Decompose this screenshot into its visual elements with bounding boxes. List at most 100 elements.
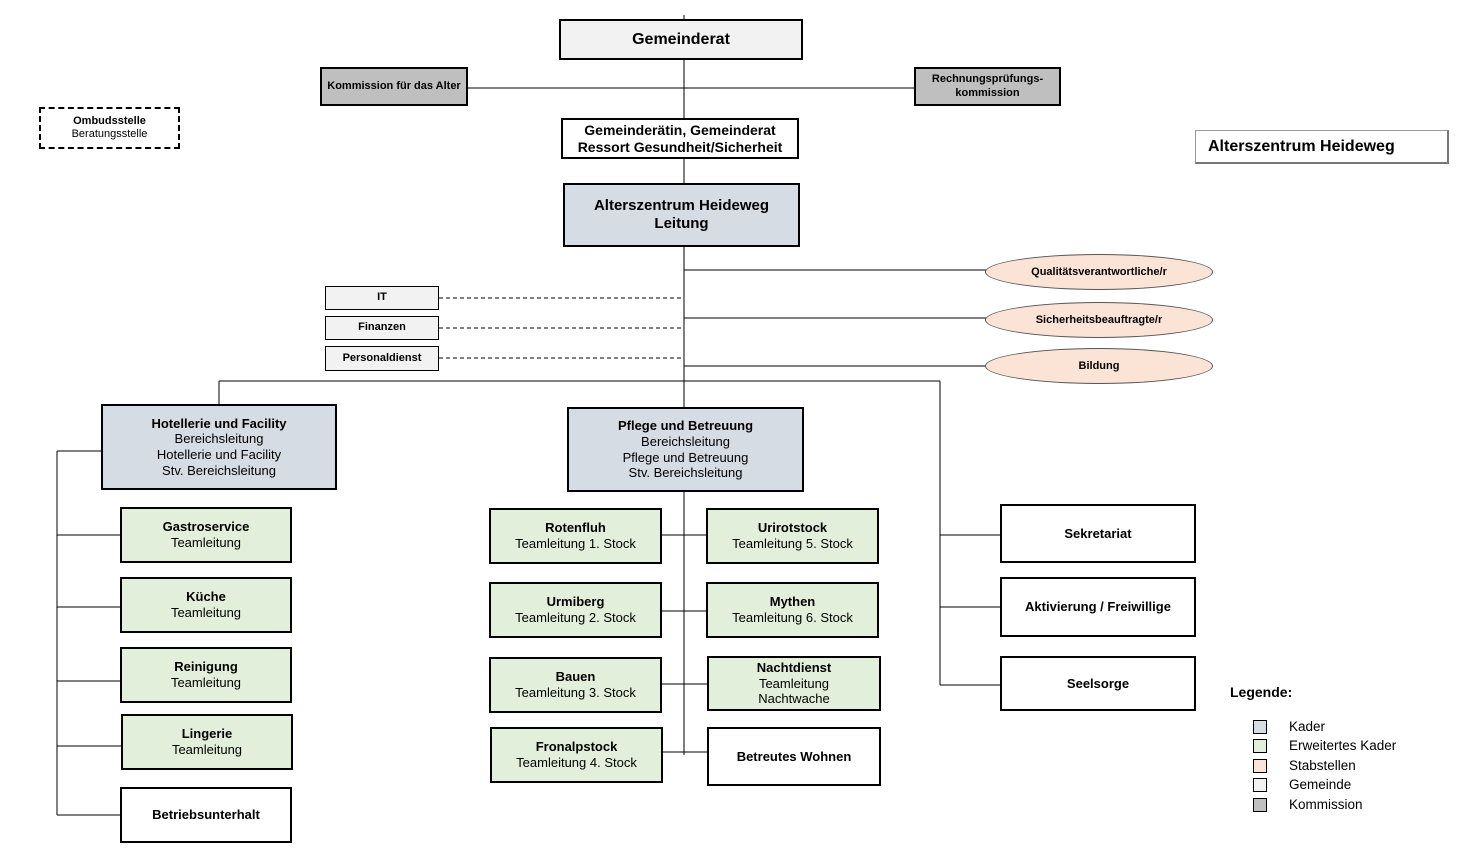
legend-item-kommission: Kommission [1253, 797, 1363, 812]
sekretariat-label: Sekretariat [1064, 525, 1132, 541]
personaldienst-label: Personaldienst [342, 351, 422, 364]
legend-label-kader: Kader [1289, 719, 1326, 734]
bauen-box: Bauen Teamleitung 3. Stock [489, 657, 662, 713]
bildung-label: Bildung [1078, 360, 1120, 372]
legend-swatch-stabstellen [1253, 758, 1267, 773]
legend-item-erweitertes-kader: Erweitertes Kader [1253, 738, 1396, 753]
kueche-name: Küche [186, 589, 226, 605]
ombudsstelle-label: Ombudsstelle [73, 114, 146, 127]
pflege-box: Pflege und Betreuung Bereichsleitung Pfl… [567, 407, 804, 492]
beratungsstelle-label: Beratungsstelle [71, 128, 148, 140]
finanzen-box: Finanzen [325, 316, 439, 340]
aktivierung-label: Aktivierung / Freiwillige [1025, 599, 1171, 615]
mythen-name: Mythen [769, 594, 816, 610]
leitung-line1: Alterszentrum Heideweg [593, 197, 770, 214]
gastroservice-box: Gastroservice Teamleitung [120, 507, 292, 563]
hotellerie-line4: Stv. Bereichsleitung [162, 462, 276, 478]
legend-label-kommission: Kommission [1289, 797, 1363, 812]
betreutes-wohnen-label: Betreutes Wohnen [736, 748, 852, 764]
kommission-alter-box: Kommission für das Alter [320, 67, 468, 106]
personaldienst-box: Personaldienst [325, 346, 439, 371]
gastroservice-sub: Teamleitung [170, 535, 242, 550]
finanzen-label: Finanzen [358, 321, 406, 334]
legend-swatch-kommission [1253, 797, 1267, 812]
legend-label-gemeinde: Gemeinde [1289, 777, 1352, 792]
fronalpstock-box: Fronalpstock Teamleitung 4. Stock [490, 727, 663, 783]
nachtdienst-box: Nachtdienst Teamleitung Nachtwache [707, 656, 881, 711]
mythen-box: Mythen Teamleitung 6. Stock [706, 582, 879, 638]
legend-title: Legende: [1230, 684, 1293, 700]
rechnungspruefungskommission-box: Rechnungsprüfungs- kommission [914, 67, 1061, 106]
nachtdienst-name: Nachtdienst [756, 660, 832, 676]
betriebsunterhalt-label: Betriebsunterhalt [152, 807, 260, 823]
seelsorge-box: Seelsorge [1000, 656, 1196, 711]
ressort-line1: Gemeinderätin, Gemeinderat [584, 121, 776, 138]
bildung-oval: Bildung [985, 348, 1213, 384]
nachtdienst-line2: Teamleitung [758, 675, 830, 691]
rotenfluh-name: Rotenfluh [545, 520, 606, 536]
leitung-box: Alterszentrum Heideweg Leitung [563, 183, 800, 247]
hotellerie-box: Hotellerie und Facility Bereichsleitung … [101, 404, 337, 490]
qualitaet-label: Qualitätsverantwortliche/r [1031, 266, 1167, 278]
legend-label-stabstellen: Stabstellen [1289, 758, 1356, 773]
seelsorge-label: Seelsorge [1066, 675, 1130, 691]
legend-swatch-erweitertes-kader [1253, 738, 1267, 753]
rpk-label-line2: kommission [955, 86, 1020, 99]
rpk-label-line1: Rechnungsprüfungs- [931, 73, 1044, 86]
sicherheit-oval: Sicherheitsbeauftragte/r [985, 302, 1213, 338]
legend-item-stabstellen: Stabstellen [1253, 758, 1356, 773]
legend-swatch-gemeinde [1253, 777, 1267, 792]
title-label: Alterszentrum Heideweg [1208, 137, 1395, 155]
fronalpstock-name: Fronalpstock [535, 739, 618, 755]
sekretariat-box: Sekretariat [1000, 504, 1196, 563]
kueche-sub: Teamleitung [170, 605, 242, 620]
qualitaet-oval: Qualitätsverantwortliche/r [985, 254, 1213, 290]
reinigung-box: Reinigung Teamleitung [120, 647, 292, 703]
gastroservice-name: Gastroservice [162, 519, 250, 535]
it-box: IT [325, 286, 439, 310]
betriebsunterhalt-box: Betriebsunterhalt [120, 787, 292, 843]
urirotstock-sub: Teamleitung 5. Stock [732, 536, 853, 551]
legend-item-kader: Kader [1253, 719, 1325, 734]
aktivierung-box: Aktivierung / Freiwillige [1000, 577, 1196, 637]
ressort-box: Gemeinderätin, Gemeinderat Ressort Gesun… [561, 118, 799, 159]
pflege-title: Pflege und Betreuung [617, 418, 754, 434]
reinigung-sub: Teamleitung [170, 675, 242, 690]
lingerie-box: Lingerie Teamleitung [121, 714, 293, 770]
urmiberg-sub: Teamleitung 2. Stock [515, 610, 636, 625]
pflege-line2: Bereichsleitung [641, 433, 730, 449]
title-box: Alterszentrum Heideweg [1195, 130, 1449, 164]
reinigung-name: Reinigung [174, 659, 238, 675]
legend-swatch-kader [1253, 719, 1267, 734]
legend-item-gemeinde: Gemeinde [1253, 777, 1351, 792]
urirotstock-box: Urirotstock Teamleitung 5. Stock [706, 508, 879, 564]
hotellerie-line3: Hotellerie und Facility [156, 447, 282, 462]
urmiberg-box: Urmiberg Teamleitung 2. Stock [489, 582, 662, 638]
pflege-line3: Pflege und Betreuung [622, 449, 749, 465]
rotenfluh-box: Rotenfluh Teamleitung 1. Stock [489, 508, 662, 564]
fronalpstock-sub: Teamleitung 4. Stock [516, 755, 637, 770]
kommission-alter-label: Kommission für das Alter [327, 79, 461, 92]
ombudsstelle-box: Ombudsstelle Beratungsstelle [39, 107, 180, 149]
mythen-sub: Teamleitung 6. Stock [732, 610, 853, 625]
nachtdienst-line3: Nachtwache [758, 691, 830, 707]
it-label: IT [377, 291, 387, 304]
pflege-line4: Stv. Bereichsleitung [628, 465, 743, 481]
legend-label-erweitertes-kader: Erweitertes Kader [1289, 738, 1397, 753]
gemeinderat-box: Gemeinderat [559, 19, 803, 60]
bauen-name: Bauen [555, 669, 596, 685]
betreutes-wohnen-box: Betreutes Wohnen [707, 727, 881, 786]
leitung-line2: Leitung [654, 215, 709, 232]
urirotstock-name: Urirotstock [757, 520, 828, 536]
lingerie-sub: Teamleitung [171, 742, 243, 757]
lingerie-name: Lingerie [181, 726, 233, 742]
urmiberg-name: Urmiberg [546, 594, 605, 610]
kueche-box: Küche Teamleitung [120, 577, 292, 633]
hotellerie-line2: Bereichsleitung [174, 431, 264, 447]
hotellerie-title: Hotellerie und Facility [151, 415, 287, 431]
rotenfluh-sub: Teamleitung 1. Stock [515, 536, 636, 551]
ressort-line2: Ressort Gesundheit/Sicherheit [577, 138, 783, 155]
gemeinderat-label: Gemeinderat [632, 30, 730, 48]
bauen-sub: Teamleitung 3. Stock [515, 685, 636, 700]
